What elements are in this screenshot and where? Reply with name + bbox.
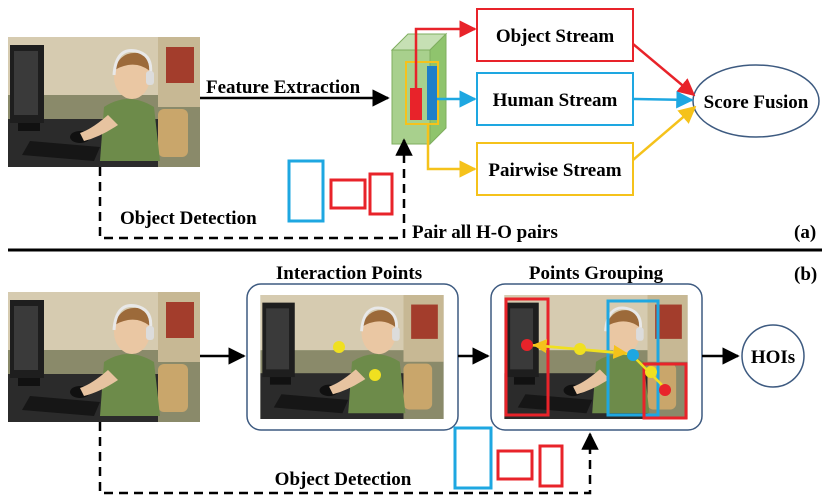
points-grouping-title: Points Grouping bbox=[529, 263, 664, 284]
feature-map-block bbox=[390, 32, 448, 146]
grouping-object-box-chair bbox=[642, 362, 688, 420]
pairwise-stream-box bbox=[476, 142, 634, 196]
hois-label: HOIs bbox=[751, 347, 795, 368]
object-detection-path-b bbox=[98, 422, 599, 495]
grouping-human-box bbox=[606, 299, 660, 417]
object-stream-arrow bbox=[414, 20, 477, 88]
hois-node bbox=[741, 324, 805, 388]
object-box-icon-b-2 bbox=[538, 444, 564, 488]
human-center-point bbox=[627, 349, 639, 361]
input-image-b bbox=[8, 292, 200, 422]
grouping-interaction-point-2 bbox=[645, 366, 657, 378]
pairwise-to-fusion-arrow bbox=[632, 105, 697, 161]
panel-b-tag: (b) bbox=[794, 264, 817, 285]
grouping-interaction-point-1 bbox=[574, 343, 586, 355]
object-box-icon-a-2 bbox=[368, 172, 394, 216]
feature-extraction-label: Feature Extraction bbox=[206, 77, 361, 98]
human-stream-box bbox=[476, 72, 634, 126]
human-to-fusion-arrow bbox=[632, 90, 694, 109]
input-image-a bbox=[8, 37, 200, 167]
object-stream-label: Object Stream bbox=[496, 26, 615, 47]
grouping-arrow-to-monitor bbox=[532, 339, 581, 354]
human-box-icon-a bbox=[287, 159, 325, 223]
object-center-point-monitor bbox=[521, 339, 533, 351]
object-detection-path-a bbox=[98, 138, 413, 240]
human-box-icon-b bbox=[453, 426, 493, 490]
object-detection-label-a: Object Detection bbox=[120, 208, 257, 229]
interaction-points-title: Interaction Points bbox=[276, 263, 422, 284]
object-box-icon-b-1 bbox=[496, 449, 534, 481]
grouping-object-box-monitor bbox=[504, 297, 550, 417]
object-to-fusion-arrow bbox=[632, 43, 696, 97]
pairwise-stream-arrow bbox=[426, 124, 477, 178]
score-fusion-label: Score Fusion bbox=[704, 92, 809, 113]
object-box-icon-a-1 bbox=[329, 178, 367, 210]
object-detection-label-b: Object Detection bbox=[275, 469, 412, 490]
interaction-point-2 bbox=[369, 369, 381, 381]
human-stream-label: Human Stream bbox=[493, 90, 618, 111]
grouping-arrow-to-human bbox=[579, 344, 628, 359]
interaction-points-image bbox=[258, 295, 446, 419]
object-center-point-chair bbox=[659, 384, 671, 396]
panel-a-tag: (a) bbox=[794, 222, 816, 243]
pairwise-stream-label: Pairwise Stream bbox=[488, 160, 621, 181]
object-stream-box bbox=[476, 8, 634, 62]
pair-all-label: Pair all H-O pairs bbox=[412, 222, 558, 243]
interaction-point-1 bbox=[333, 341, 345, 353]
points-grouping-image bbox=[502, 295, 690, 419]
